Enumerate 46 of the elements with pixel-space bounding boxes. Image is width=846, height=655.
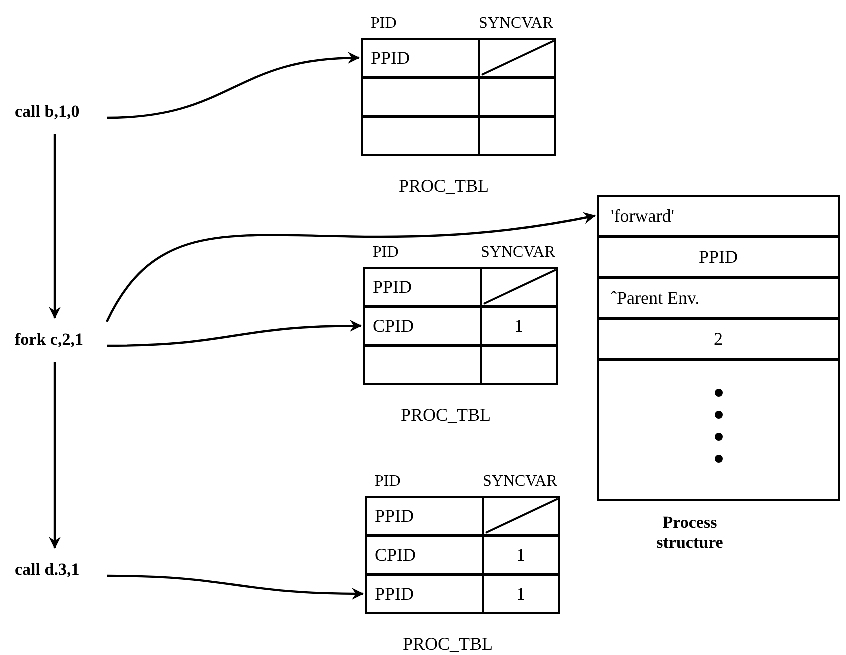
structure-field <box>597 277 840 319</box>
cell-text: CPID <box>373 314 414 338</box>
column-header: PID <box>375 472 401 492</box>
table-row <box>361 116 556 156</box>
cell-text: CPID <box>375 544 416 566</box>
column-header: SYNCVAR <box>483 472 558 492</box>
column-header: PID <box>373 243 399 263</box>
arrow <box>49 362 61 549</box>
table-row <box>361 77 556 117</box>
step-label: call b,1,0 <box>15 100 95 124</box>
cell-text: PPID <box>373 276 412 298</box>
table-row <box>361 38 556 78</box>
table-row <box>363 306 558 346</box>
arrow <box>106 52 360 120</box>
table-caption: PROC_TBL <box>403 633 494 655</box>
table-caption: PROC_TBL <box>401 404 492 427</box>
table-row <box>363 345 558 385</box>
arrow <box>49 134 61 319</box>
field-text: 'forward' <box>611 204 674 228</box>
field-text: PPID <box>698 246 738 268</box>
structure-caption: Process structure <box>656 513 724 553</box>
arrow <box>106 212 596 323</box>
cell-text: PPID <box>375 582 414 606</box>
table-caption: PROC_TBL <box>399 175 490 198</box>
structure-field <box>597 359 840 501</box>
structure-field <box>597 318 840 360</box>
structure-field <box>597 195 840 237</box>
cell-text: 1 <box>516 582 526 606</box>
cell-text: PPID <box>375 504 414 528</box>
arrow <box>106 320 362 348</box>
arrow <box>106 574 364 600</box>
cell-text: 1 <box>514 314 524 338</box>
field-text: ˆParent Env. <box>611 286 700 310</box>
column-header: PID <box>371 14 397 34</box>
step-label: fork c,2,1 <box>15 328 95 352</box>
table-row <box>365 535 560 575</box>
column-header: SYNCVAR <box>479 14 554 34</box>
step-label: call d.3,1 <box>15 558 95 582</box>
table-row <box>365 496 560 536</box>
field-text: 2 <box>714 328 723 350</box>
cell-text: 1 <box>516 544 526 566</box>
structure-field <box>597 236 840 278</box>
table-row <box>363 267 558 307</box>
column-header: SYNCVAR <box>481 243 556 263</box>
cell-text: PPID <box>371 46 410 70</box>
table-row <box>365 574 560 614</box>
